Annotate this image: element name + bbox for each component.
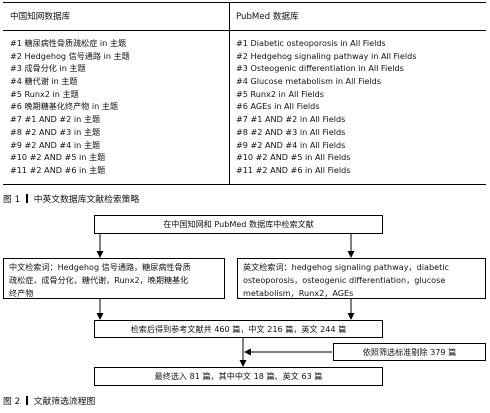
caption-separator — [26, 396, 28, 405]
caption-separator — [26, 194, 28, 203]
english-terms-line: metabolism，Runx2，AGEs — [243, 287, 354, 298]
search-databases-box: 在中国知网和 PubMed 数据库中检索文献 — [94, 215, 383, 234]
query-row: #4 Glucose metabolism in All Fields — [236, 76, 382, 87]
pubmed-query-list: #1 Diabetic osteoporosis in All Fields #2… — [236, 37, 416, 177]
query-row: #8 #2 AND #3 in 主题 — [10, 126, 101, 137]
header-rule — [3, 30, 486, 31]
chinese-terms-box: 中文检索词：Hedgehog 信号通路，糖尿病性骨质 疏松症，成骨分化，糖代谢，… — [3, 258, 225, 299]
query-row: #9 #2 AND #4 in 主题 — [10, 139, 101, 150]
retrieved-results-box: 检索后得到参考文献共 460 篇，中文 216 篇，英文 244 篇 — [94, 320, 383, 338]
query-row: #10 #2 AND #5 in All Fields — [236, 152, 351, 163]
figure1-caption-text: 中英文数据库文献检索策略 — [33, 195, 140, 205]
query-row: #10 #2 AND #5 in 主题 — [10, 152, 106, 163]
figure2-caption: 图 2 文献筛选流程图 — [3, 394, 95, 407]
cnki-query-list: #1 糖尿病性骨质疏松症 in 主题 #2 Hedgehog 信号通路 in 主题… — [10, 37, 130, 177]
english-terms-line: 英文检索词：hedgehog signaling pathway，diabeti… — [243, 262, 449, 272]
query-row: #7 #1 AND #2 in All Fields — [236, 114, 346, 125]
query-row: #1 Diabetic osteoporosis in All Fields — [236, 38, 386, 48]
chinese-terms-line: 终产物 — [9, 287, 34, 298]
header-pubmed: PubMed 数据库 — [236, 12, 299, 22]
figure1-caption-number: 图 1 — [3, 195, 21, 205]
query-row: #6 AGEs in All Fields — [236, 101, 320, 112]
chinese-terms-line: 中文检索词：Hedgehog 信号通路，糖尿病性骨质 — [9, 262, 191, 272]
english-terms-box: 英文检索词：hedgehog signaling pathway，diabeti… — [237, 258, 486, 299]
chinese-terms-line: 疏松症，成骨分化，糖代谢，Runx2，晚期糖基化 — [9, 274, 189, 285]
column-divider — [229, 3, 230, 184]
query-row: #11 #2 AND #6 in All Fields — [236, 164, 351, 175]
query-row: #3 Osteogenic differentiation in All Fie… — [236, 63, 404, 74]
figure1-caption: 图 1 中英文数据库文献检索策略 — [3, 192, 139, 205]
query-row: #1 糖尿病性骨质疏松症 in 主题 — [10, 38, 127, 48]
query-row: #5 Runx2 in All Fields — [236, 88, 324, 99]
query-row: #2 Hedgehog 信号通路 in 主题 — [10, 50, 130, 61]
query-row: #9 #2 AND #4 in All Fields — [236, 139, 346, 150]
search-strategy-table: 中国知网数据库 PubMed 数据库 #1 糖尿病性骨质疏松症 in 主题 #2 … — [3, 2, 486, 185]
figure2-caption-text: 文献筛选流程图 — [33, 397, 96, 407]
query-row: #7 #1 AND #2 in 主题 — [10, 114, 101, 125]
query-row: #11 #2 AND #6 in 主题 — [10, 164, 106, 175]
exclusion-box: 依照筛选标准剔除 379 篇 — [333, 343, 486, 361]
query-row: #5 Runx2 in 主题 — [10, 88, 79, 99]
query-row: #8 #2 AND #3 in All Fields — [236, 126, 346, 137]
query-row: #2 Hedgehog signaling pathway in All Fie… — [236, 50, 417, 61]
header-cnki: 中国知网数据库 — [10, 12, 71, 22]
english-terms-line: osteoporosis，osteogenic differentiation，… — [243, 274, 446, 285]
query-row: #4 糖代谢 in 主题 — [10, 76, 78, 87]
query-row: #6 晚期糖基化终产物 in 主题 — [10, 101, 118, 112]
final-selection-box: 最终选入 81 篇，其中中文 18 篇、英文 63 篇 — [94, 367, 383, 386]
figure2-caption-number: 图 2 — [3, 397, 21, 407]
query-row: #3 成骨分化 in 主题 — [10, 63, 86, 74]
